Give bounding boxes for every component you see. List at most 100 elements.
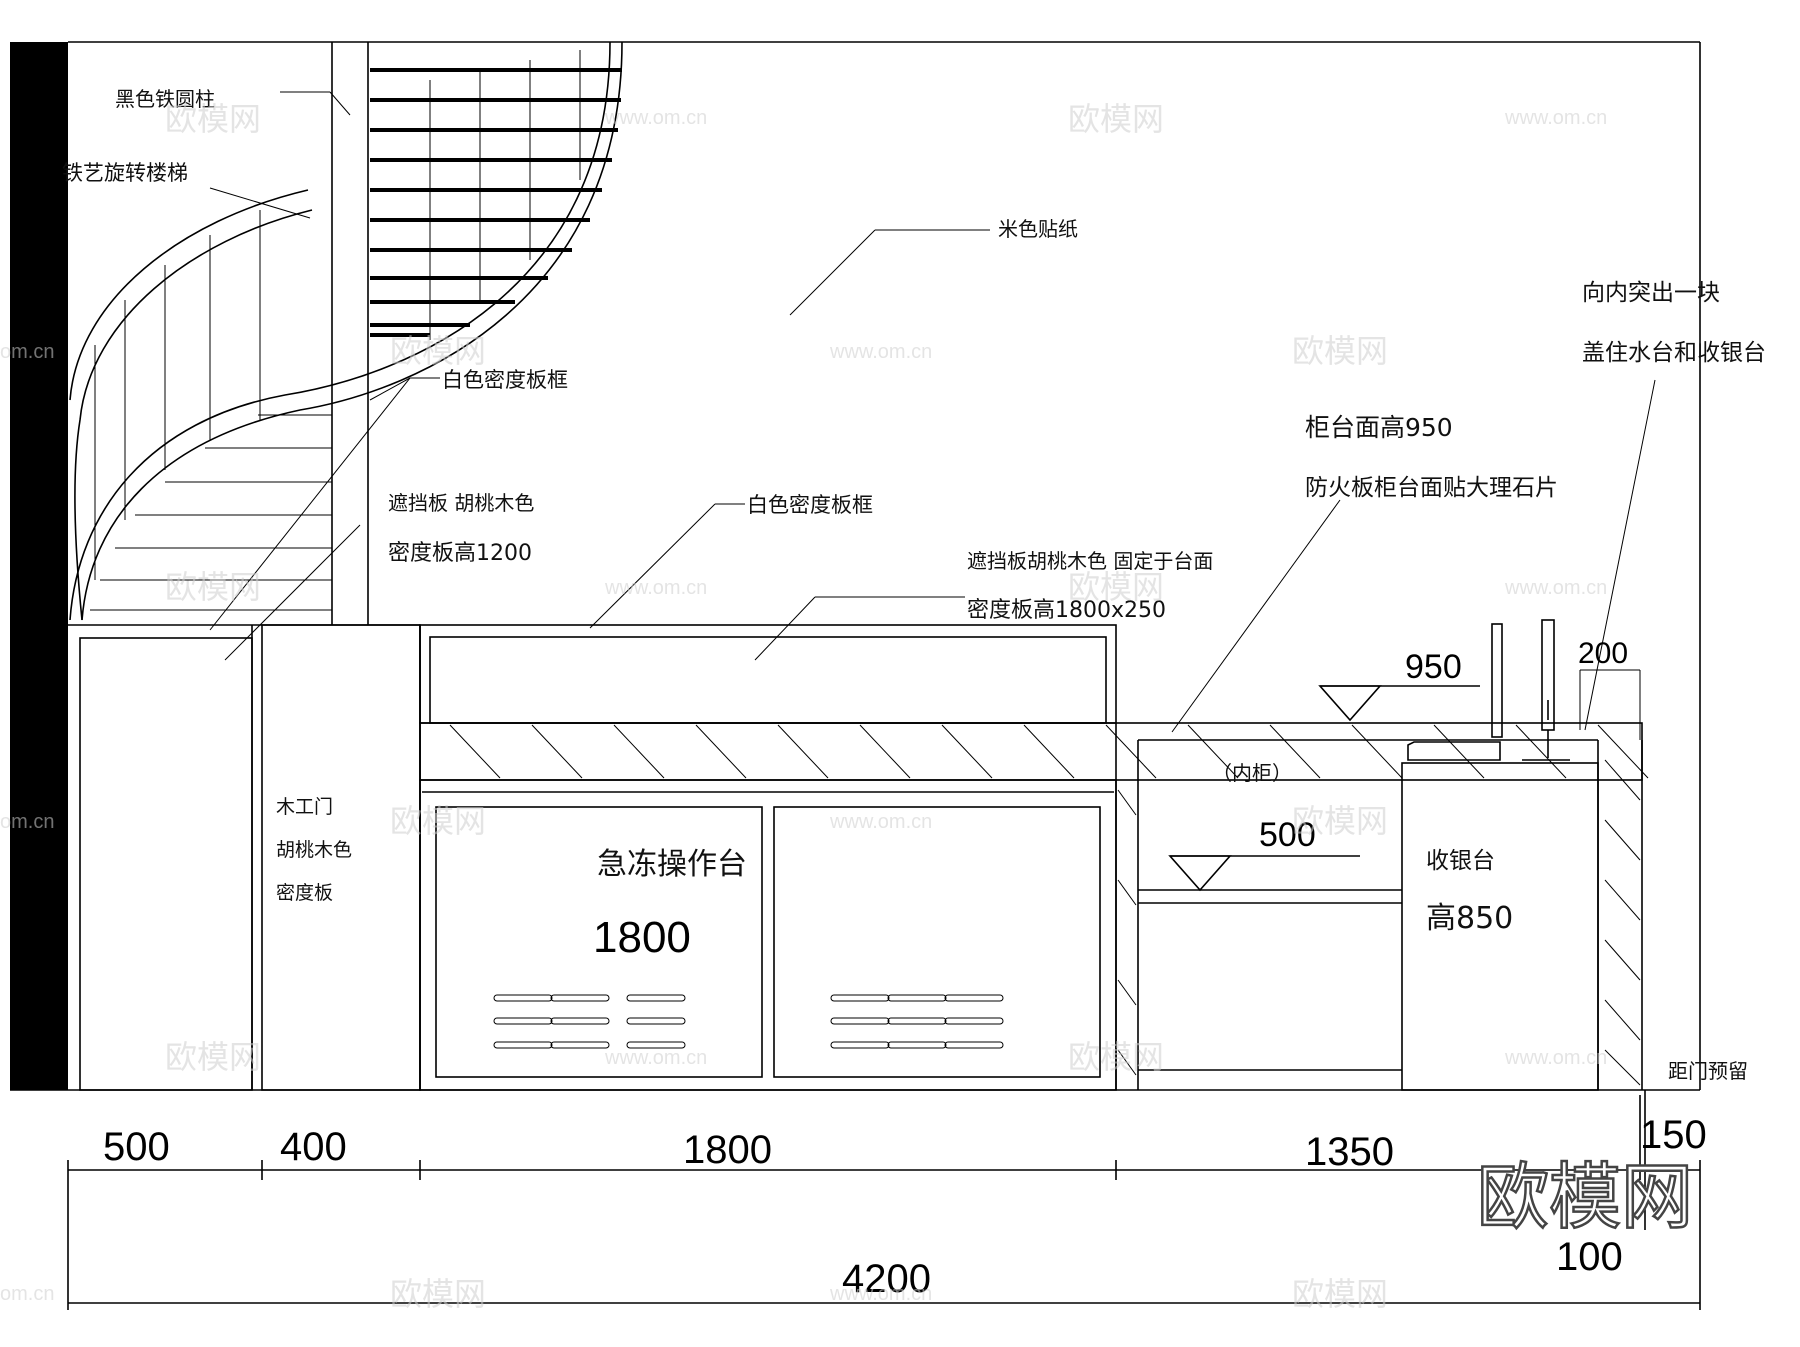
dim-level-500: 500 <box>1259 816 1316 854</box>
watermark-brand: 欧模网 <box>390 332 486 370</box>
dim-bottom-1350: 1350 <box>1305 1130 1394 1174</box>
counter-hatch <box>449 724 501 779</box>
counter-hatch <box>1351 724 1403 779</box>
label-fireproof-marble: 防火板柜台面贴大理石片 <box>1305 475 1558 501</box>
watermark-brand: 欧模网 <box>1068 1038 1164 1076</box>
vent-slot <box>830 994 890 1002</box>
watermark-brand: 欧模网 <box>390 802 486 840</box>
watermark-url-fragment: om.cn <box>0 1283 54 1305</box>
watermarks: 欧模网 欧模网 欧模网 欧模网 欧模网 欧模网 欧模网 欧模网 欧模网 欧模网 … <box>0 100 1694 1313</box>
label-spiral-stair: 铁艺旋转楼梯 <box>62 161 188 185</box>
counter-top <box>419 722 1649 781</box>
freezer-table <box>419 779 1117 1091</box>
label-baffle-walnut-1: 遮挡板 胡桃木色 <box>388 491 534 515</box>
watermark-url: www.om.cn <box>829 341 932 363</box>
label-wood-door-1: 木工门 <box>276 796 333 818</box>
vent-slot <box>830 1041 890 1049</box>
vent-slot <box>830 1017 890 1025</box>
label-baffle-height-1: 密度板高1200 <box>388 541 532 566</box>
dimension-lines <box>67 1090 1701 1310</box>
dim-bottom-400: 400 <box>280 1125 347 1169</box>
watermark-url: www.om.cn <box>604 107 707 129</box>
watermark-brand: 欧模网 <box>1292 332 1388 370</box>
label-inner-cabinet: （内柜） <box>1212 761 1292 785</box>
watermark-url: www.om.cn <box>829 1283 932 1305</box>
vent-slot <box>944 1041 1004 1049</box>
watermark-url: www.om.cn <box>604 1047 707 1069</box>
label-wood-door-3: 密度板 <box>276 882 333 904</box>
right-cabinets <box>1115 723 1643 1091</box>
counter-hatch <box>941 724 993 779</box>
watermark-url-fragment: om.cn <box>0 341 54 363</box>
watermark-url: www.om.cn <box>1504 577 1607 599</box>
label-baffle-height-2: 密度板高1800x250 <box>967 598 1166 623</box>
dim-level-200: 200 <box>1578 637 1628 670</box>
dim-right-150: 150 <box>1640 1113 1707 1157</box>
counter-hatch <box>1433 724 1485 779</box>
dim-total-4200: 4200 <box>842 1257 931 1301</box>
counter-hatch <box>1023 724 1075 779</box>
watermark-brand: 欧模网 <box>165 1038 261 1076</box>
counter-hatch <box>859 724 911 779</box>
watermark-brand: 欧模网 <box>165 100 261 138</box>
vent-slot <box>887 1041 947 1049</box>
label-counter-height: 柜台面高950 <box>1305 413 1453 442</box>
watermark-url-fragment: om.cn <box>0 811 54 833</box>
counter-hatch <box>613 724 665 779</box>
label-black-iron-column: 黑色铁圆柱 <box>115 87 215 111</box>
vent-slot <box>626 994 686 1002</box>
annotations: 黑色铁圆柱 铁艺旋转楼梯 米色贴纸 白色密度板框 遮挡板 胡桃木色 密度板高12… <box>62 87 1766 1083</box>
watermark-brand: 欧模网 <box>1292 1275 1388 1313</box>
counter-hatch <box>777 724 829 779</box>
label-freezer-length: 1800 <box>593 913 691 962</box>
counter-hatch <box>695 724 747 779</box>
counter-hatch <box>531 724 583 779</box>
leader-lines <box>209 91 1656 733</box>
label-protrude-2: 盖住水台和收银台 <box>1582 340 1766 366</box>
label-cashier-height: 高850 <box>1426 901 1513 936</box>
vent-slot <box>626 1041 686 1049</box>
label-white-mdf-frame-2: 白色密度板框 <box>747 493 873 517</box>
counter-hatch <box>1515 724 1567 779</box>
vent-slot <box>550 1017 610 1025</box>
watermark-brand: 欧模网 <box>1068 100 1164 138</box>
dim-right-100: 100 <box>1556 1235 1623 1279</box>
vent-slot <box>493 994 553 1002</box>
watermark-brand: 欧模网 <box>1068 568 1164 606</box>
dimension-numbers: 950 200 500 500 400 1800 1350 150 100 42… <box>103 637 1707 1301</box>
label-beige-wallpaper: 米色贴纸 <box>998 217 1078 241</box>
dim-bottom-500: 500 <box>103 1125 170 1169</box>
label-door-reserve: 距门预留 <box>1668 1059 1748 1083</box>
vent-slot <box>887 994 947 1002</box>
watermark-url: www.om.cn <box>829 811 932 833</box>
vent-slot <box>944 994 1004 1002</box>
counter-hatch <box>1187 724 1239 779</box>
vent-slot <box>493 1017 553 1025</box>
vent-slot <box>887 1017 947 1025</box>
vent-slot <box>550 1041 610 1049</box>
vent-slot <box>493 1041 553 1049</box>
watermark-brand: 欧模网 <box>1292 802 1388 840</box>
label-freezer-title: 急冻操作台 <box>597 847 747 882</box>
counter-hatch <box>1597 724 1649 779</box>
watermark-brand: 欧模网 <box>165 568 261 606</box>
label-white-mdf-frame-1: 白色密度板框 <box>442 368 568 392</box>
watermark-url: www.om.cn <box>1504 107 1607 129</box>
label-baffle-walnut-2: 遮挡板胡桃木色 固定于台面 <box>967 549 1213 573</box>
vent-slot <box>626 1017 686 1025</box>
left-cabinets <box>79 624 421 1091</box>
watermark-logo: 欧模网 <box>1477 1155 1693 1239</box>
watermark-url: www.om.cn <box>1504 1047 1607 1069</box>
dim-bottom-1800: 1800 <box>683 1128 772 1172</box>
spiral-staircase <box>69 41 623 625</box>
level-markers <box>1168 669 1641 892</box>
vent-slot <box>944 1017 1004 1025</box>
dim-level-950: 950 <box>1405 648 1462 686</box>
baffle-board <box>419 624 1117 724</box>
counter-hatch <box>1105 724 1157 779</box>
label-wood-door-2: 胡桃木色 <box>276 839 352 861</box>
vent-slot <box>550 994 610 1002</box>
label-cashier-title: 收银台 <box>1426 848 1495 874</box>
watermark-brand: 欧模网 <box>390 1275 486 1313</box>
